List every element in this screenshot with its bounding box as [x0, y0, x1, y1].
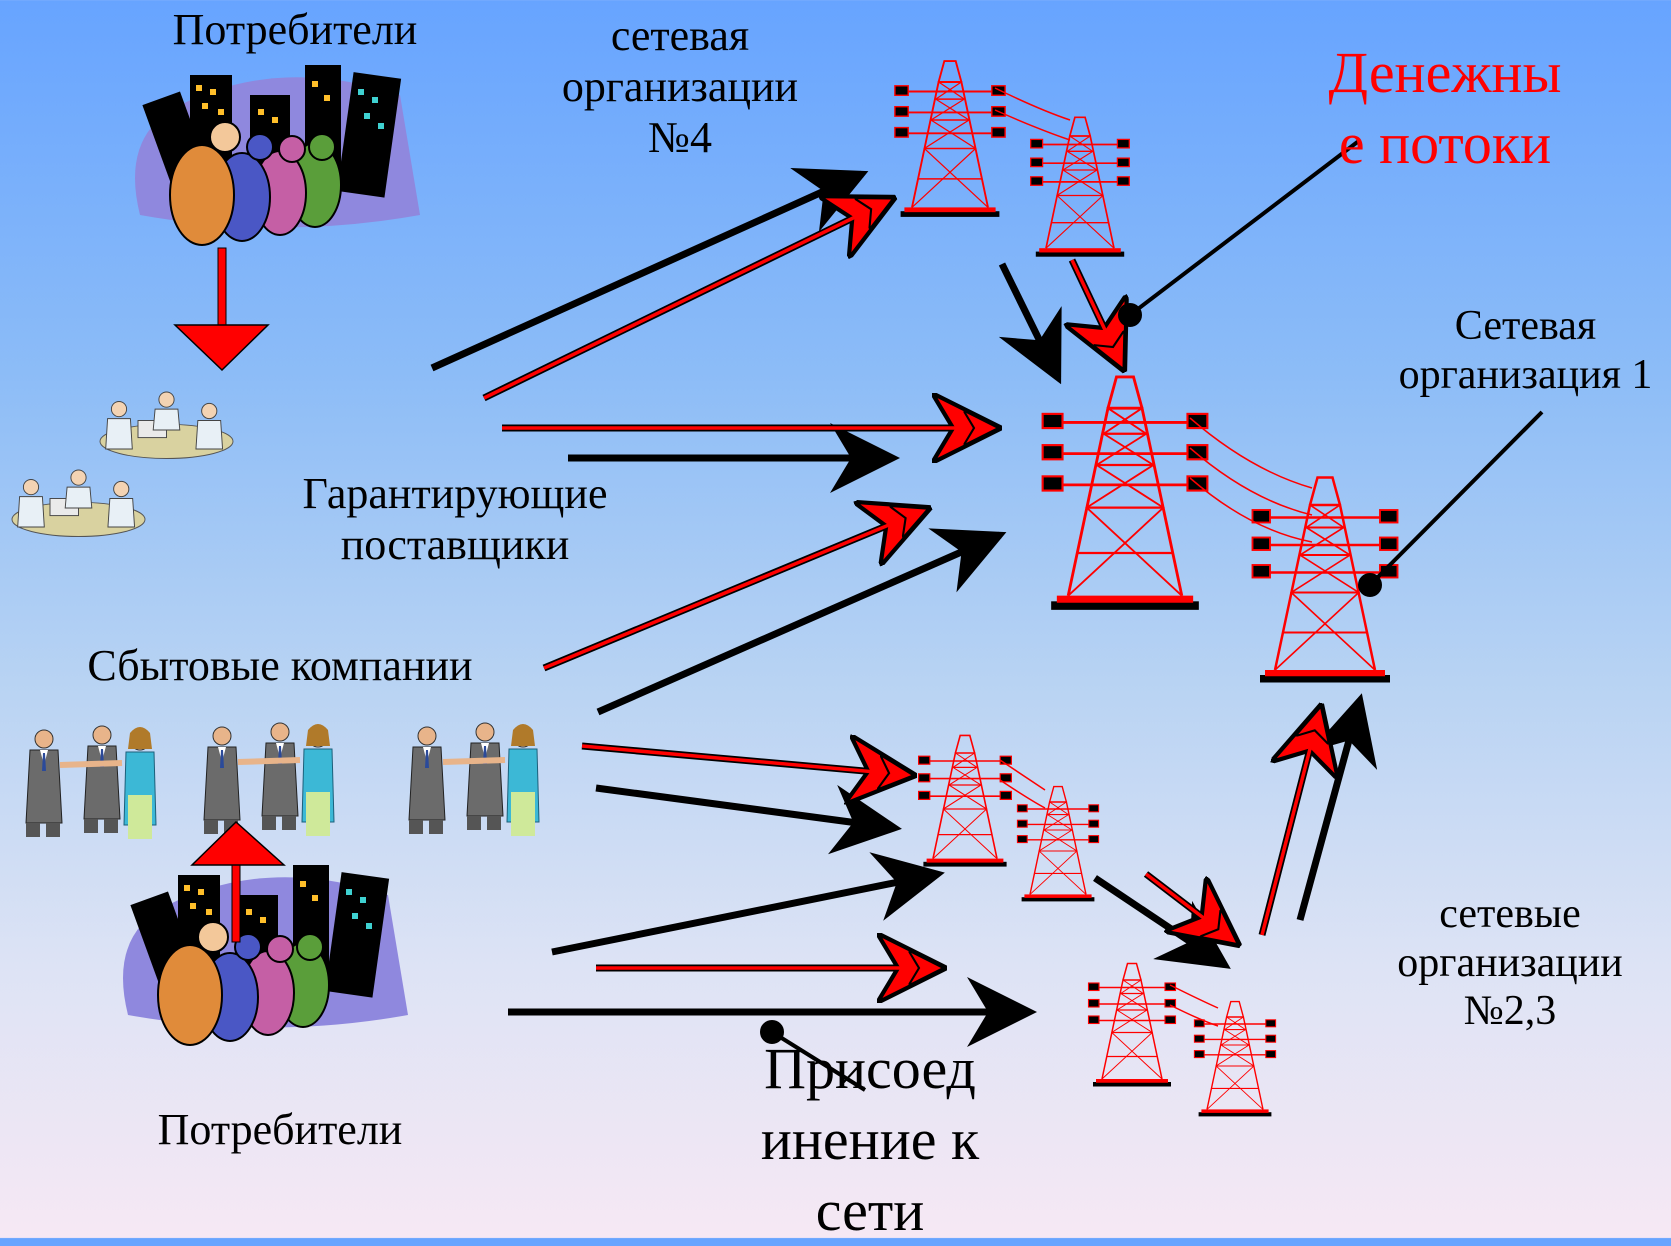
power-tower-icon: [1043, 377, 1398, 683]
business-meeting-icon: [100, 392, 233, 459]
net-org23-line-3: №2,3: [1370, 987, 1650, 1036]
net-org4-line-3: №4: [540, 112, 820, 163]
connection-label: Присоед инение к сети: [735, 1034, 1005, 1246]
net-org4-line-2: организации: [540, 61, 820, 112]
guarantee-suppliers-line-1: Гарантирующие: [285, 468, 625, 519]
money-flows-line-2: е потоки: [1295, 109, 1595, 180]
net-org23-line-1: сетевые: [1370, 890, 1650, 939]
net-org4-label: сетевая организации №4: [540, 10, 820, 163]
net-org1-line-2: организация 1: [1380, 351, 1671, 400]
net-org1-line-1: Сетевая: [1380, 302, 1671, 351]
city-crowd-icon: [135, 65, 420, 245]
business-meeting-icon: [12, 470, 145, 537]
handshake-icon: [26, 726, 156, 839]
power-tower-icon: [1089, 964, 1276, 1117]
consumers-top-label: Потребители: [150, 4, 440, 55]
power-tower-icon: [919, 735, 1099, 901]
energy-flow-arrows: [432, 174, 1360, 1012]
connection-line-1: Присоед: [735, 1034, 1005, 1105]
money-flows-line-1: Денежны: [1295, 38, 1595, 109]
city-crowd-icon: [123, 865, 408, 1045]
net-org23-label: сетевые организации №2,3: [1370, 890, 1650, 1036]
guarantee-suppliers-line-2: поставщики: [285, 519, 625, 570]
handshake-icon: [204, 723, 334, 836]
sales-companies-label: Сбытовые компании: [65, 640, 495, 691]
consumers-bottom-label: Потребители: [130, 1104, 430, 1155]
net-org23-line-2: организации: [1370, 939, 1650, 988]
guarantee-suppliers-label: Гарантирующие поставщики: [285, 468, 625, 570]
connection-line-3: сети: [735, 1176, 1005, 1246]
money-flow-arrows: [484, 200, 1320, 968]
money-flows-label: Денежны е потоки: [1295, 38, 1595, 180]
net-org1-label: Сетевая организация 1: [1380, 302, 1671, 399]
red-arrow-down: [175, 248, 268, 370]
connection-line-2: инение к: [735, 1105, 1005, 1176]
handshake-icon: [409, 723, 539, 836]
power-tower-icon: [895, 61, 1129, 257]
net-org4-line-1: сетевая: [540, 10, 820, 61]
